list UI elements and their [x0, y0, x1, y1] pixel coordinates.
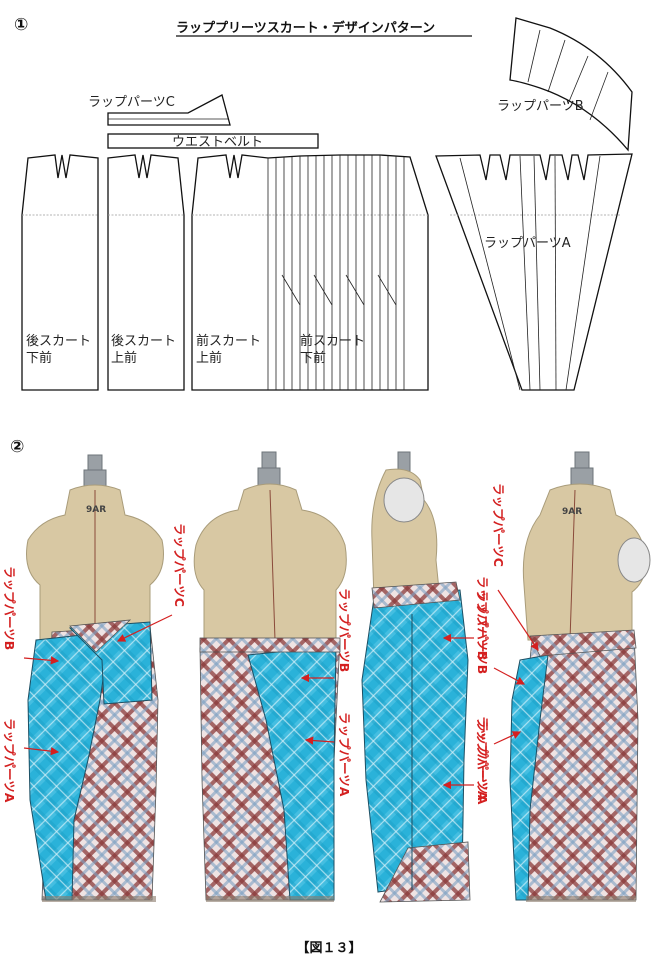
wrap-c-label: ラップパーツC [88, 95, 175, 110]
back-under-label-2: 下前 [26, 350, 52, 366]
section-2-marker: ② [10, 437, 24, 457]
callouts-form-1: ラップパーツC ラップパーツB ラップパーツA [2, 523, 187, 803]
dress-form-side [361, 451, 471, 903]
back-under-label-1: 後スカート [26, 334, 91, 349]
callout-wrap-a-1: ラップパーツA [2, 718, 17, 803]
callout-wrap-c-1: ラップパーツC [172, 523, 187, 607]
callout-wrap-b-1: ラップパーツB [2, 566, 17, 650]
front-upper-label-1: 前スカート [196, 333, 261, 349]
callout-wrap-b-3: ラップパーツB [475, 590, 490, 674]
front-under-label-2: 下前 [300, 350, 326, 366]
form-label-1: 9AR [86, 505, 106, 515]
pattern-piece-wrap-c: ラップパーツC [88, 94, 231, 126]
pattern-piece-wrap-a: ラップパーツA [435, 153, 633, 391]
callout-wrap-b-2: ラップパーツB [337, 588, 352, 672]
callout-wrap-c-4: ラップパーツC [491, 483, 506, 567]
section-1-marker: ① [14, 15, 28, 35]
callout-wrap-a-2: ラップパーツA [337, 712, 352, 797]
callout-wrap-a-4: ラップパーツA [475, 716, 490, 801]
dress-form-front: 9AR [26, 454, 164, 902]
back-upper-label-2: 上前 [111, 350, 137, 366]
callouts-form-3: ラップパーツB ラップパーツA [442, 590, 490, 805]
dress-form-back [193, 451, 347, 902]
wrap-a-label: ラップパーツA [484, 236, 571, 251]
pattern-piece-front-skirt: 前スカート 上前 前スカート 下前 [191, 154, 429, 391]
pattern-piece-back-skirt-upper: 後スカート 上前 [107, 154, 185, 391]
front-under-label-1: 前スカート [300, 333, 365, 349]
pattern-title: ラッププリーツスカート・デザインパターン [176, 20, 435, 36]
callouts-form-4: ラップパーツC ラップパーツB ラップパーツA [475, 483, 539, 801]
form-label-4: 9AR [562, 507, 582, 517]
figure-caption: 【図１３】 [296, 940, 361, 956]
dress-form-three-quarter: 9AR [509, 451, 651, 902]
callout-wrap-a-3: ラップパーツA [475, 720, 490, 805]
front-upper-label-2: 上前 [196, 350, 222, 366]
waist-belt-label: ウエストベルト [172, 135, 263, 150]
pattern-piece-back-skirt-under: 後スカート 下前 [21, 154, 99, 391]
pattern-piece-wrap-b: ラップパーツB [497, 17, 633, 152]
back-upper-label-1: 後スカート [111, 334, 176, 349]
pattern-piece-waist-belt: ウエストベルト [107, 133, 319, 150]
callouts-form-2: ラップパーツB ラップパーツA [300, 588, 352, 797]
wrap-b-label: ラップパーツB [497, 99, 584, 114]
callout-wrap-b-4: ラップパーツB [475, 576, 490, 660]
